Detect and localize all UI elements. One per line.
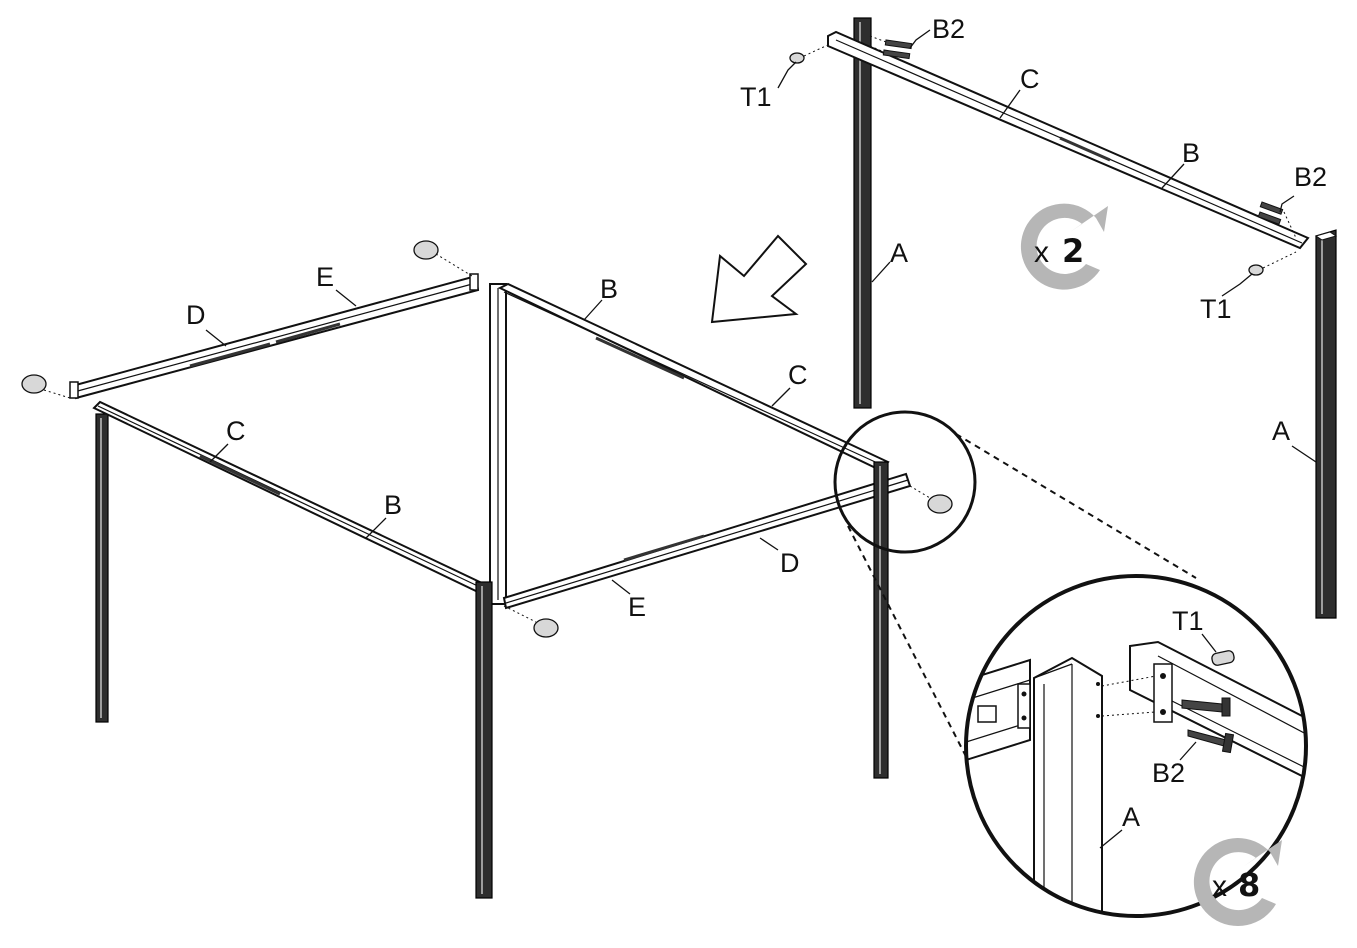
- zoom-callout: T1 B2 A x 8: [833, 410, 1308, 927]
- multiplier-count-bottom: 8: [1238, 866, 1260, 904]
- label-d-front: D: [780, 548, 800, 578]
- label-b-right-back: B: [600, 274, 618, 304]
- beam-cb-left: [92, 400, 486, 594]
- cap-back: [413, 240, 473, 277]
- label-e-back: E: [316, 262, 334, 292]
- rotate-x8-indicator: x 8: [1193, 838, 1282, 927]
- label-a-detail: A: [1122, 802, 1140, 832]
- rotate-clockwise-icon-bottom: [1193, 838, 1282, 927]
- cap-left: [21, 374, 71, 399]
- rotate-clockwise-icon-top: [1020, 203, 1108, 290]
- rotate-x2-indicator: x 2: [1020, 203, 1108, 290]
- direction-arrow-icon: [710, 234, 808, 324]
- label-c-top: C: [1020, 64, 1040, 94]
- cap-front: [503, 605, 559, 638]
- post-left-front: [95, 413, 109, 723]
- multiplier-x-top: x: [1034, 236, 1049, 269]
- small-focus-circle: [833, 410, 977, 554]
- detail-cap-t1: [1211, 650, 1235, 666]
- label-a-top-left: A: [890, 238, 908, 268]
- label-b-left-front: B: [384, 490, 402, 520]
- detail-bolt-upper: [1181, 697, 1231, 717]
- label-t1-detail: T1: [1172, 606, 1204, 636]
- label-t1-top-left: T1: [740, 82, 772, 112]
- beam-de-front: [502, 472, 912, 610]
- label-b2-top-right: B2: [1294, 162, 1327, 192]
- label-a-top-right: A: [1272, 416, 1290, 446]
- side-frame-assembly: B2 T1 C B B2 A T1 A x 2: [740, 14, 1338, 619]
- label-b2-detail: B2: [1152, 758, 1185, 788]
- label-c-left-front: C: [226, 416, 246, 446]
- post-a-left: [853, 17, 872, 409]
- beam-de-back: [69, 273, 480, 400]
- post-a-right: [1314, 229, 1338, 619]
- label-c-right-back: C: [788, 360, 808, 390]
- detail-bolt-lower: [1187, 729, 1235, 754]
- label-e-front: E: [628, 592, 646, 622]
- cap-t1-right: [1248, 251, 1297, 276]
- cap-right: [909, 485, 953, 514]
- post-right: [873, 461, 889, 779]
- post-center: [489, 283, 507, 605]
- full-frame-assembly: E D B C C B D E: [21, 240, 953, 899]
- multiplier-count-top: 2: [1062, 232, 1084, 270]
- bolt-b2-left: [869, 35, 913, 60]
- cap-t1-left: [789, 43, 831, 64]
- beam-bc: [827, 30, 1310, 250]
- label-t1-top-right: T1: [1200, 294, 1232, 324]
- multiplier-x-bottom: x: [1212, 870, 1227, 903]
- post-front-center: [475, 581, 493, 899]
- bolt-b2-right: [1257, 201, 1297, 239]
- large-detail-circle: [964, 574, 1308, 918]
- label-d-back: D: [186, 300, 206, 330]
- label-b2-top-left: B2: [932, 14, 965, 44]
- label-b-top: B: [1182, 138, 1200, 168]
- beam-bc-right: [497, 282, 890, 472]
- detail-view: [966, 576, 1306, 916]
